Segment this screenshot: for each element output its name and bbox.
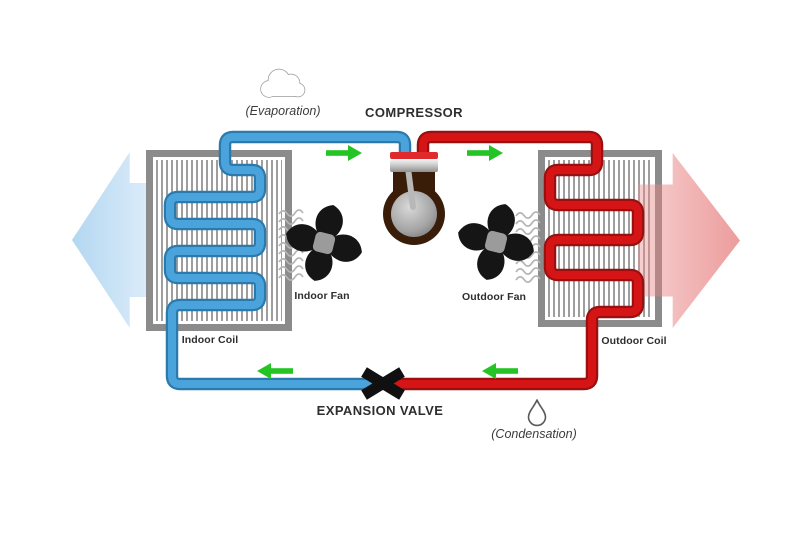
flow-arrow-left-icon — [482, 363, 518, 379]
airflow-waves-icon — [278, 257, 304, 281]
expansion-valve-label: EXPANSION VALVE — [316, 403, 444, 418]
condensation-label: (Condensation) — [491, 427, 577, 441]
airflow-waves-icon — [515, 211, 541, 235]
outdoor-fan-icon — [448, 194, 544, 290]
outdoor-fan-label: Outdoor Fan — [461, 291, 527, 303]
cloud-icon — [260, 68, 306, 98]
indoor-fan-label: Indoor Fan — [294, 290, 350, 302]
indoor-fan-icon — [276, 195, 372, 291]
airflow-waves-icon — [515, 259, 541, 283]
compressor-icon — [383, 152, 445, 245]
x-valve-icon — [361, 367, 405, 400]
indoor-coil-label: Indoor Coil — [181, 334, 239, 346]
evaporation-label: (Evaporation) — [245, 104, 321, 118]
flow-arrow-right-icon — [326, 145, 362, 161]
droplet-icon — [527, 399, 547, 427]
hot-refrigerant-pipe — [385, 130, 645, 391]
flow-arrow-left-icon — [257, 363, 293, 379]
flow-arrow-right-icon — [467, 145, 503, 161]
cold-refrigerant-pipe — [163, 130, 412, 391]
compressor-label: COMPRESSOR — [365, 105, 463, 120]
outdoor-coil-label: Outdoor Coil — [601, 335, 667, 347]
